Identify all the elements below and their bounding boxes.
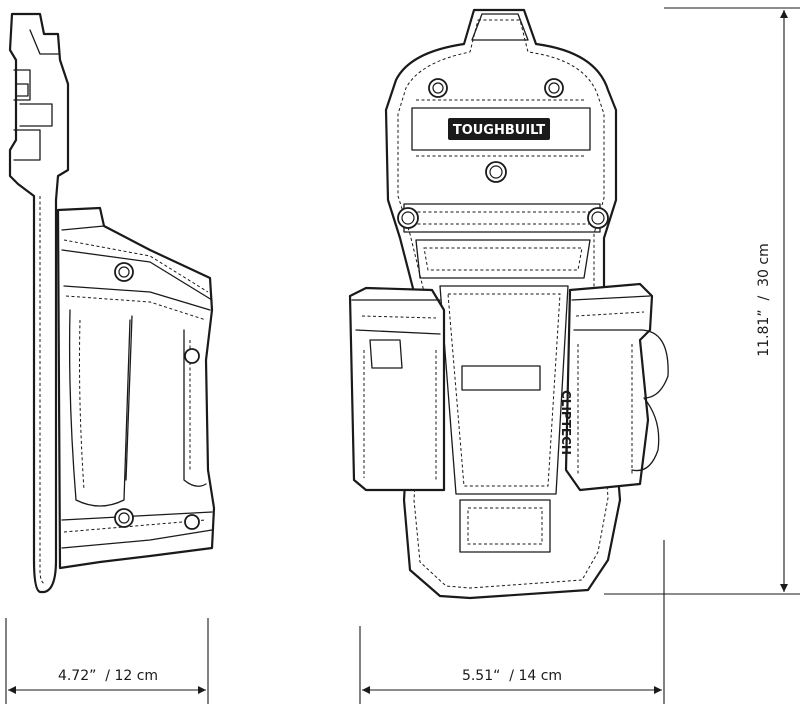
depth-cm: 12 cm	[114, 668, 158, 684]
front-right-pocket-stitch	[575, 311, 645, 476]
width-arrow-right	[654, 686, 662, 694]
dimension-labels: 4.72” / 12 cm 5.51“ / 14 cm 11.81” / 30 …	[58, 243, 772, 684]
front-rivet-mid-left-inner	[401, 211, 415, 225]
front-rivet-top-right-inner	[548, 82, 560, 94]
front-bottom-loop	[459, 499, 551, 553]
side-rivet-right	[184, 514, 200, 530]
side-clip-detail	[13, 29, 59, 161]
front-logo-band	[411, 107, 591, 151]
depth-arrow-right	[198, 686, 206, 694]
front-spine	[439, 285, 569, 495]
front-rivet-center-inner	[489, 165, 503, 179]
side-rivet-bottom-inner	[118, 512, 130, 524]
front-left-pocket	[348, 286, 446, 492]
front-strap-stitch	[412, 211, 592, 225]
width-label: 5.51“ / 14 cm	[462, 668, 562, 684]
front-hang-loop	[471, 13, 529, 41]
width-inches: 5.51“	[462, 668, 500, 684]
front-right-pocket-flap	[571, 295, 651, 331]
side-sleeve-stitch	[79, 319, 191, 491]
front-upper-stitch	[416, 99, 586, 157]
side-rivet-mid	[184, 348, 200, 364]
front-right-pocket	[564, 282, 654, 492]
brand-logo-plate	[448, 118, 550, 140]
height-arrow-top	[780, 10, 788, 18]
depth-sep: /	[105, 668, 110, 684]
cliptech-logo: CLIPTECH	[559, 390, 573, 455]
front-lower-band-stitch	[423, 247, 583, 271]
front-plate-stitch	[397, 19, 609, 589]
dimension-lines	[5, 7, 800, 704]
side-clip-tab	[15, 83, 29, 97]
side-sleeve-1	[68, 309, 131, 507]
brand-logo: TOUGHBUILT	[453, 123, 545, 138]
front-view: TOUGHBUILT CLIPTECH	[348, 8, 669, 600]
height-cm: 30 cm	[756, 243, 772, 287]
depth-label: 4.72” / 12 cm	[58, 668, 158, 684]
front-spine-label	[461, 365, 541, 391]
width-sep: /	[509, 668, 514, 684]
side-bottom	[61, 511, 213, 549]
side-back-stitch	[39, 196, 47, 585]
width-arrow-left	[362, 686, 370, 694]
height-inches: 11.81”	[756, 309, 772, 356]
depth-inches: 4.72”	[58, 668, 96, 684]
cliptech-text: CLIPTECH	[559, 390, 573, 455]
side-bottom-stitch	[63, 519, 207, 533]
front-left-pocket-stitch	[361, 315, 437, 480]
height-label: 11.81” / 30 cm	[756, 243, 772, 356]
height-arrow-bottom	[780, 584, 788, 592]
front-holster	[631, 329, 669, 472]
front-rivet-top-left-inner	[432, 82, 444, 94]
height-label-group: 11.81” / 30 cm	[756, 243, 772, 356]
side-view	[8, 12, 216, 594]
width-cm: 14 cm	[518, 668, 562, 684]
front-spine-stitch	[447, 293, 561, 487]
depth-arrow-left	[8, 686, 16, 694]
side-rivet-top-inner	[118, 266, 130, 278]
side-sleeve-2	[125, 315, 207, 487]
front-left-pocket-flap	[351, 299, 441, 369]
side-top-flap	[61, 225, 213, 311]
height-sep: /	[756, 295, 772, 300]
side-flap-stitch	[63, 239, 209, 321]
front-bottom-loop-stitch	[467, 507, 543, 545]
front-lower-band	[415, 239, 591, 279]
side-back-panel	[8, 12, 70, 594]
side-pouch	[56, 206, 216, 570]
front-rivet-mid-right-inner	[591, 211, 605, 225]
